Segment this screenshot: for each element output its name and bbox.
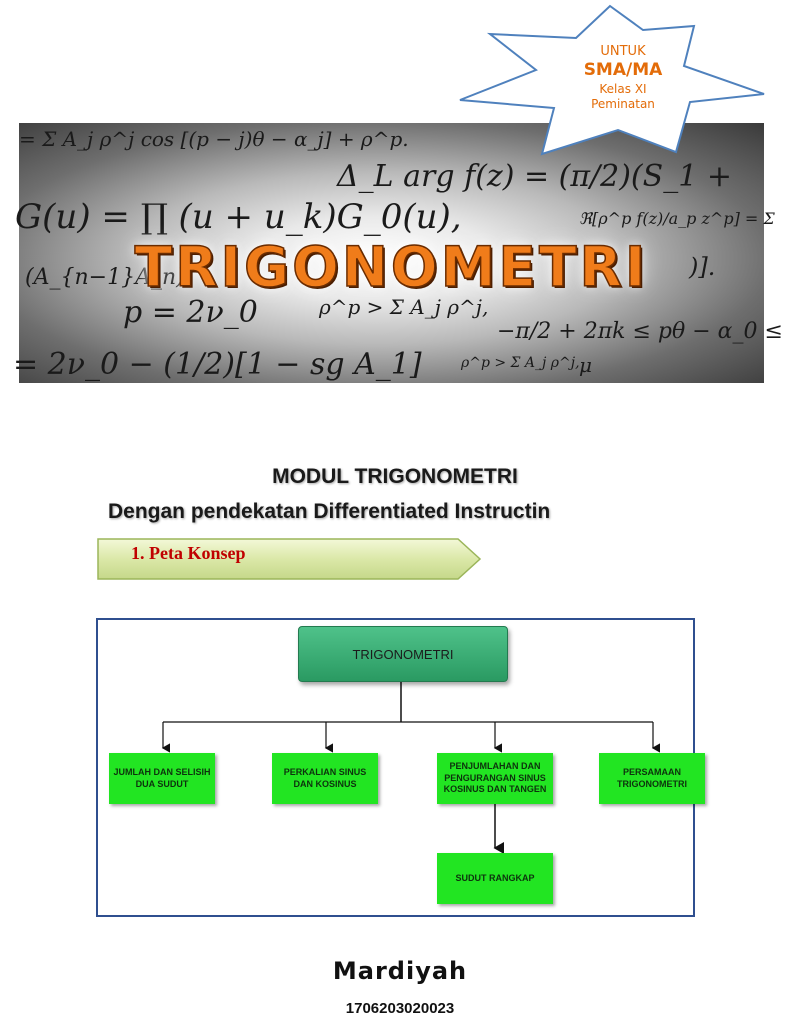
badge-line: Kelas XI <box>599 81 647 96</box>
banner-formula: Δ_L arg f(z) = (π/2)(S_1 + <box>337 159 732 194</box>
banner-formula: = Σ A_j ρ^j cos [(p − j)θ − α_j] + ρ^p. <box>19 127 409 151</box>
concept-child: PENJUMLAHAN DAN PENGURANGAN SINUS KOSINU… <box>437 753 553 804</box>
banner-formula: ρ^p > Σ A_j ρ^j, <box>319 295 489 319</box>
concept-map: TRIGONOMETRI JUMLAH DAN SELISIH DUA SUDU… <box>96 618 705 917</box>
banner-formula: = 2ν_0 − (1/2)[1 − sg A_1] <box>13 347 422 382</box>
banner-formula: )]. <box>689 253 716 281</box>
cover-banner: = Σ A_j ρ^j cos [(p − j)θ − α_j] + ρ^p. … <box>13 123 783 383</box>
author-name: Mardiyah <box>332 957 468 985</box>
badge-line: SMA/MA <box>583 60 663 81</box>
star-badge-icon <box>459 4 765 156</box>
concept-map-connectors <box>161 682 661 854</box>
concept-child: PERKALIAN SINUS DAN KOSINUS <box>272 753 378 804</box>
star-badge-text: UNTUK SMA/MA Kelas XI Peminatan <box>558 44 688 112</box>
banner-formula: p = 2ν_0 <box>123 295 258 330</box>
section-label: 1. Peta Konsep <box>131 543 246 563</box>
section-arrow-shape <box>97 538 482 580</box>
banner-formula: ℜ[ρ^p f(z)/a_p z^p] = Σ <box>579 209 775 228</box>
concept-grandchild: SUDUT RANGKAP <box>437 853 553 904</box>
banner-formula: G(u) = ∏ (u + u_k)G_0(u), <box>15 197 462 237</box>
author-id: 1706203020023 <box>345 1000 455 1017</box>
banner-title: TRIGONOMETRI <box>134 234 649 300</box>
banner-formula: (A_{n−1}A_n)] <box>25 265 194 290</box>
banner-formula: −π/2 + 2πk ≤ pθ − α_0 ≤ <box>497 319 783 344</box>
concept-root: TRIGONOMETRI <box>298 626 508 682</box>
banner-formula: ρ^p > Σ A_j ρ^j, <box>461 355 580 371</box>
concept-child: JUMLAH DAN SELISIH DUA SUDUT <box>109 753 215 804</box>
badge-line: Peminatan <box>591 96 655 111</box>
badge-line: UNTUK <box>600 44 646 59</box>
module-title: MODUL TRIGONOMETRI <box>272 465 518 488</box>
concept-child: PERSAMAAN TRIGONOMETRI <box>599 753 705 804</box>
banner-formula: μ <box>579 353 592 377</box>
module-subtitle: Dengan pendekatan Differentiated Instruc… <box>108 500 551 523</box>
